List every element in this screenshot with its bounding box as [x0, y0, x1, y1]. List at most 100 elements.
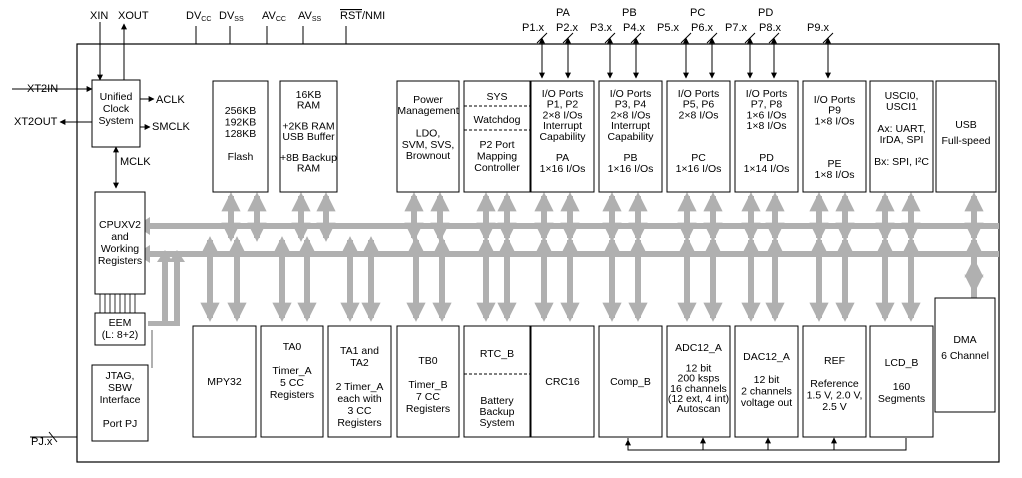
dma-block: [934, 297, 996, 413]
blocks: UnifiedClockSystemCPUXV2andWorkingRegist…: [91, 79, 997, 442]
pmm-text-3: LDO,: [416, 128, 441, 140]
ta1-text-0: TA1 and: [340, 345, 379, 357]
p4-label: P4.x: [623, 22, 646, 34]
jtag-text-2: Interface: [100, 394, 141, 406]
eem-block: [94, 312, 146, 346]
pmm-text-5: Brownout: [406, 150, 450, 162]
comparator-routing: [625, 437, 907, 451]
ref-text-0: REF: [824, 355, 845, 367]
crc-block: [530, 325, 595, 438]
port-pin-slash-8: [822, 32, 834, 44]
usci-text-3: Ax: UART,: [877, 123, 925, 135]
xin-label: XIN: [90, 10, 108, 22]
ref-text-2: Reference: [810, 378, 859, 390]
smclk-label: SMCLK: [152, 121, 191, 133]
flash-text-4: Flash: [228, 151, 254, 163]
dma-text-1: 6 Channel: [941, 350, 989, 362]
p2-label: P2.x: [556, 22, 579, 34]
pe-text-6: PE: [827, 158, 841, 170]
pc-text-1: P5, P6: [683, 99, 715, 111]
tb0-text-0: TB0: [418, 355, 437, 367]
aclk-label: ACLK: [156, 94, 185, 106]
pd-text-2: 1×6 I/Os: [747, 109, 787, 121]
port-pin-slash-1: [562, 32, 574, 44]
usci-text-4: IrDA, SPI: [880, 134, 924, 146]
rtc-block: [463, 325, 531, 438]
adc-text-0: ADC12_A: [675, 342, 722, 354]
p5-label: P5.x: [657, 22, 680, 34]
jtag-text-0: JTAG,: [106, 370, 135, 382]
dac-block: [734, 325, 799, 438]
p3-label: P3.x: [590, 22, 613, 34]
pc-block: [666, 80, 731, 193]
pa-port-label: PA: [556, 7, 571, 19]
sys-block: [463, 80, 531, 193]
jtag-block: [91, 364, 149, 442]
pmm-text-0: Power: [413, 94, 443, 106]
pe-text-2: 1×8 I/Os: [815, 115, 855, 127]
pmm-block: [396, 80, 460, 193]
adc-text-4: 16 channels: [670, 383, 727, 395]
ram-text-7: RAM: [297, 163, 320, 175]
pb-text-1: P3, P4: [615, 99, 647, 111]
ucs-text-0: Unified: [100, 91, 133, 103]
ta0-text-3: 5 CC: [280, 377, 304, 389]
mclk-label: MCLK: [120, 156, 151, 168]
tb0-block: [396, 325, 460, 438]
pb-port-label: PB: [622, 7, 637, 19]
rtc-bot-text-1: Backup: [479, 406, 514, 418]
ref-text-3: 1.5 V, 2.0 V,: [807, 390, 863, 402]
tb0-text-3: 7 CC: [416, 391, 440, 403]
pe-block: [802, 80, 867, 193]
cpu-text-3: Registers: [98, 255, 142, 267]
pjx-label: PJ.x: [31, 436, 53, 448]
pa-block: [530, 80, 595, 193]
usb-text-1: Full-speed: [941, 135, 990, 147]
usci-text-1: USCI1: [886, 101, 917, 113]
dvcc-label: DVCC: [186, 10, 211, 23]
sys-top-text-0: SYS: [486, 91, 507, 103]
ref-block: [802, 325, 867, 438]
crc-text-0: CRC16: [545, 376, 580, 388]
p7-label: P7.x: [725, 22, 748, 34]
dac-text-3: 2 channels: [741, 386, 792, 398]
bus-eem-link-1-arrow: [157, 250, 173, 262]
lcd-text-3: Segments: [878, 393, 925, 405]
pc-text-0: I/O Ports: [678, 88, 719, 100]
pa-text-4: Capability: [539, 131, 586, 143]
pd-text-7: 1×14 I/Os: [744, 163, 790, 175]
lcd-text-0: LCD_B: [885, 357, 919, 369]
usb-text-0: USB: [955, 119, 977, 131]
memory-buses: [136, 192, 999, 368]
pa-text-1: P1, P2: [547, 99, 579, 111]
flash-block: [212, 80, 269, 193]
cpu-eem-link: [99, 294, 136, 313]
jtag-text-1: SBW: [108, 382, 132, 394]
usb-block: [935, 80, 997, 193]
pd-port-label: PD: [758, 7, 773, 19]
cpu-text-2: Working: [101, 243, 139, 255]
xt2out-label: XT2OUT: [14, 116, 58, 128]
port-pin-slash-7: [768, 32, 780, 44]
dac-text-0: DAC12_A: [743, 351, 790, 363]
ucs-text-1: Clock: [103, 103, 130, 115]
ram-text-0: 16KB: [296, 89, 322, 101]
dvss-label: DVSS: [219, 10, 244, 23]
pb-text-6: PB: [623, 152, 637, 164]
sys-bot-text-1: Mapping: [477, 151, 517, 163]
pa-text-0: I/O Ports: [542, 88, 583, 100]
ram-text-4: USB Buffer: [282, 131, 335, 143]
pa-text-6: PA: [556, 152, 569, 164]
p6-label: P6.x: [691, 22, 714, 34]
pa-text-7: 1×16 I/Os: [540, 163, 586, 175]
ta1-block: [327, 325, 392, 438]
pa-text-3: Interrupt: [543, 120, 582, 132]
flash-text-1: 192KB: [225, 117, 257, 129]
avcc-label: AVCC: [262, 10, 286, 23]
pd-text-6: PD: [759, 152, 774, 164]
ucs-text-2: System: [98, 115, 133, 127]
pd-text-3: 1×8 I/Os: [747, 120, 787, 132]
sys-bot-text-0: P2 Port: [479, 139, 514, 151]
flash-text-0: 256KB: [225, 105, 257, 117]
ta0-block: [260, 325, 324, 438]
